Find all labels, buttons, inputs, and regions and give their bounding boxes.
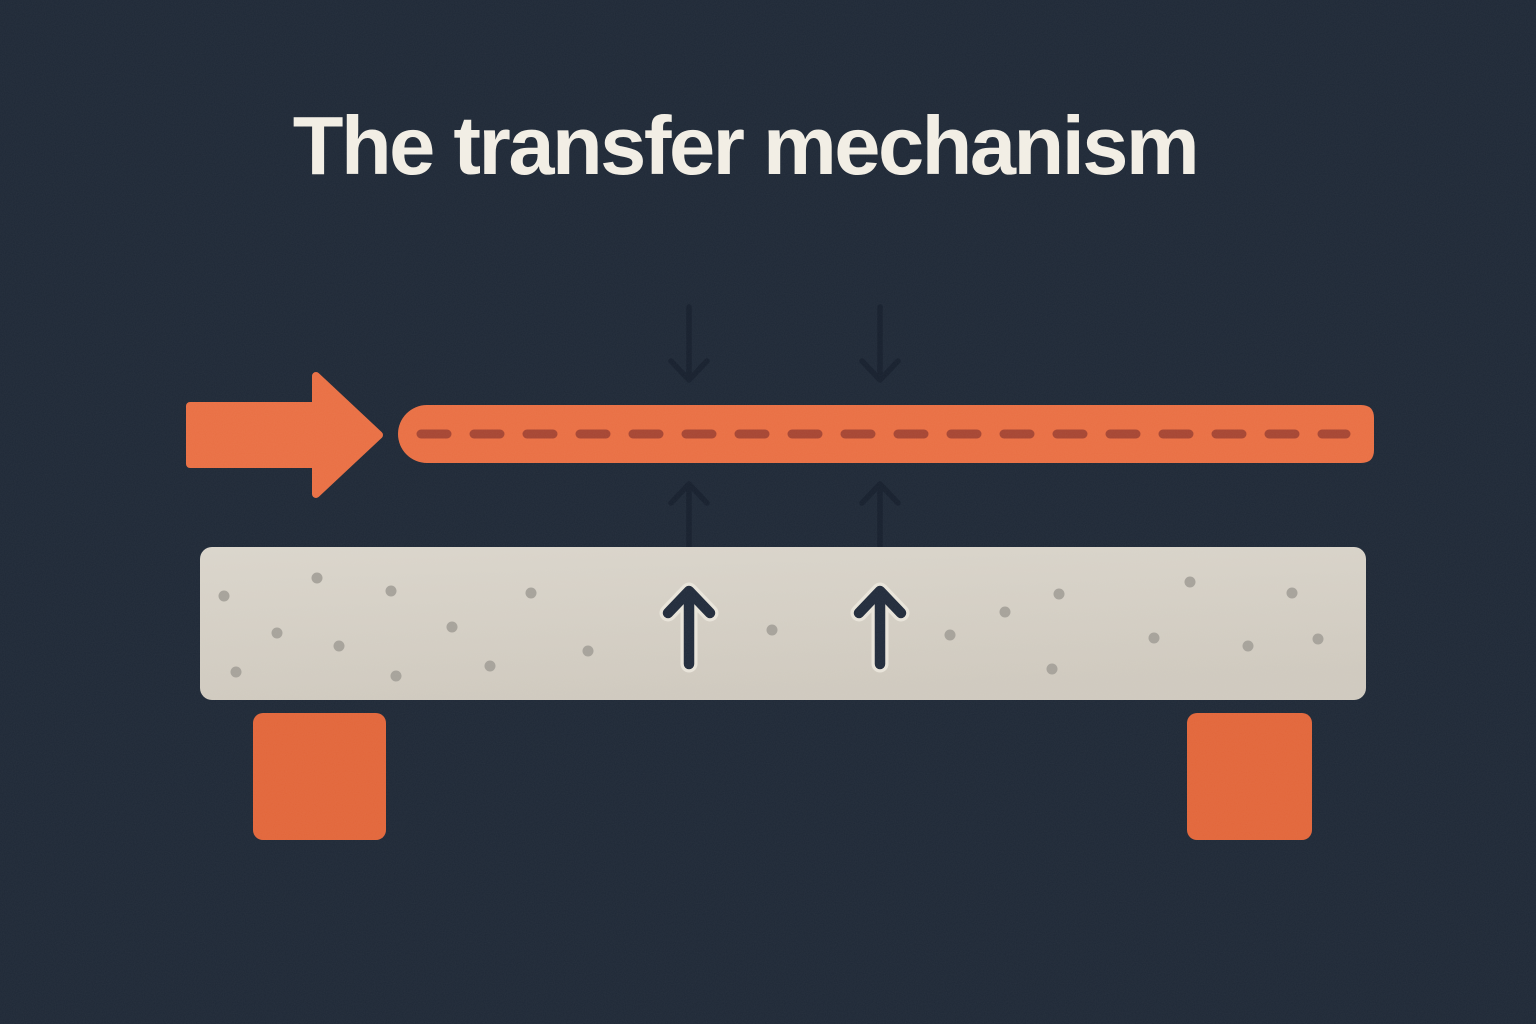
diagram-canvas: The transfer mechanism xyxy=(0,0,1536,1024)
transfer-mechanism-diagram xyxy=(0,0,1536,1024)
noise-overlay xyxy=(0,0,1536,1024)
